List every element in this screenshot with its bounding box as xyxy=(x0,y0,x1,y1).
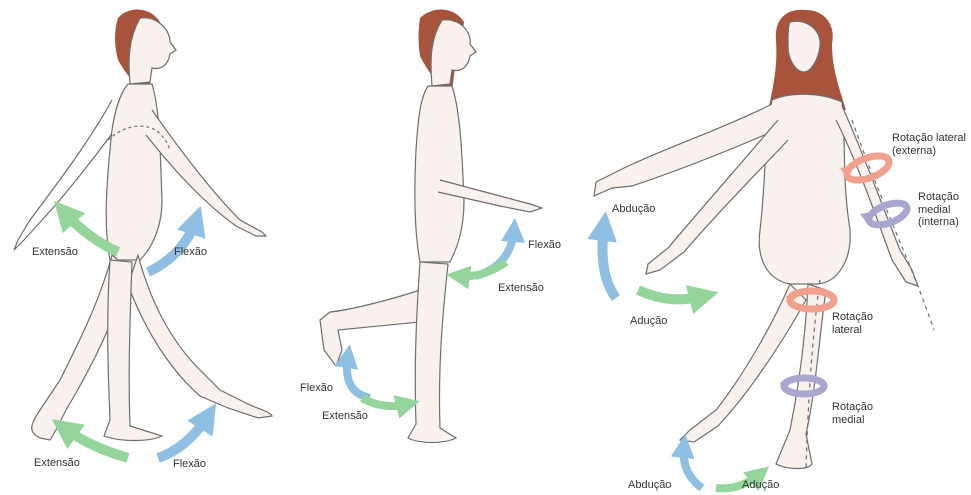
label-leg-extension: Extensão xyxy=(322,410,368,423)
arrow-arm-extension xyxy=(458,262,506,276)
label-leg-adduction: Adução xyxy=(742,479,779,492)
label-leg-abduction: Abdução xyxy=(628,479,671,492)
label-leg-flexion: Flexão xyxy=(300,382,333,395)
label-arm-extension: Extensão xyxy=(498,282,544,295)
arrow-arm-adduction xyxy=(638,290,704,299)
label-arm-abduction: Abdução xyxy=(612,203,655,216)
arrow-flexion-lower xyxy=(158,416,208,458)
label-leg-medial-rotation: Rotação medial xyxy=(832,401,892,426)
label-leg-lateral-rotation: Rotação lateral xyxy=(832,311,892,336)
label-upper-extension: Extensão xyxy=(32,246,78,259)
arrow-leg-flexion xyxy=(347,356,370,398)
label-lower-extension: Extensão xyxy=(34,457,80,470)
walking-figure xyxy=(14,9,272,440)
label-lower-flexion: Flexão xyxy=(173,458,206,471)
label-arm-adduction: Adução xyxy=(630,315,667,328)
label-arm-medial-rotation: Rotação medial (interna) xyxy=(918,191,970,229)
label-arm-lateral-rotation: Rotação lateral (externa) xyxy=(892,132,966,157)
arrow-leg-extension xyxy=(362,398,408,406)
arrow-arm-abduction xyxy=(603,226,617,298)
arrow-leg-abduction xyxy=(684,446,702,488)
label-arm-flexion: Flexão xyxy=(528,239,561,252)
standing-flexion-figure xyxy=(320,9,542,442)
label-upper-flexion: Flexão xyxy=(174,246,207,259)
